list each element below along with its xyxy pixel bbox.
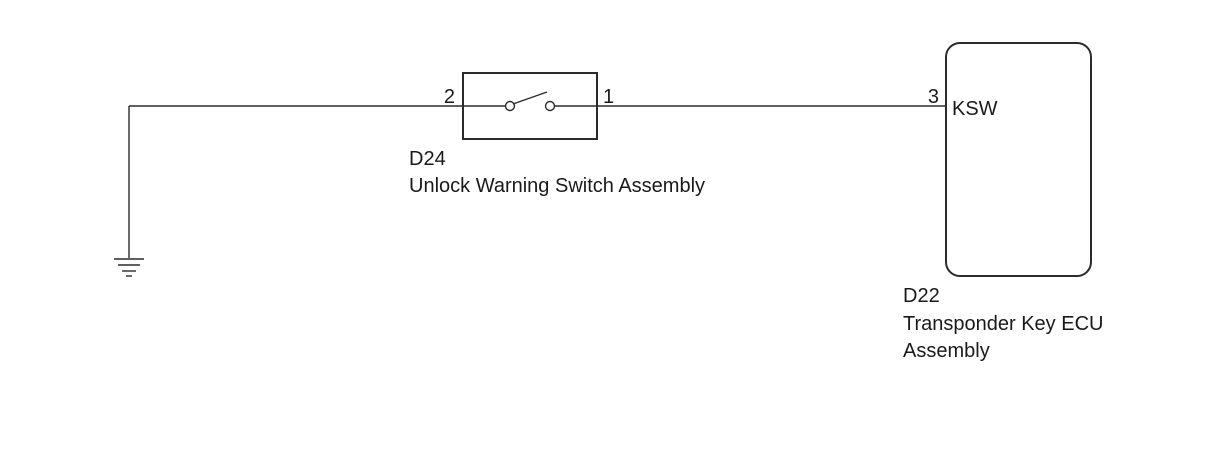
switch-code-label: D24 (409, 148, 446, 170)
switch-pin-1-label: 1 (603, 86, 614, 108)
ecu-pin-3-label: 3 (928, 86, 939, 108)
ecu-name-line1-label: Transponder Key ECU (903, 313, 1103, 335)
switch-pin-2-label: 2 (444, 86, 455, 108)
ecu-box (945, 42, 1092, 277)
switch-name-label: Unlock Warning Switch Assembly (409, 175, 705, 197)
ecu-name-line2-label: Assembly (903, 340, 990, 362)
ecu-code-label: D22 (903, 285, 940, 307)
ground-icon (114, 258, 144, 277)
switch-icon (463, 91, 597, 112)
ecu-terminal-label: KSW (952, 98, 998, 120)
